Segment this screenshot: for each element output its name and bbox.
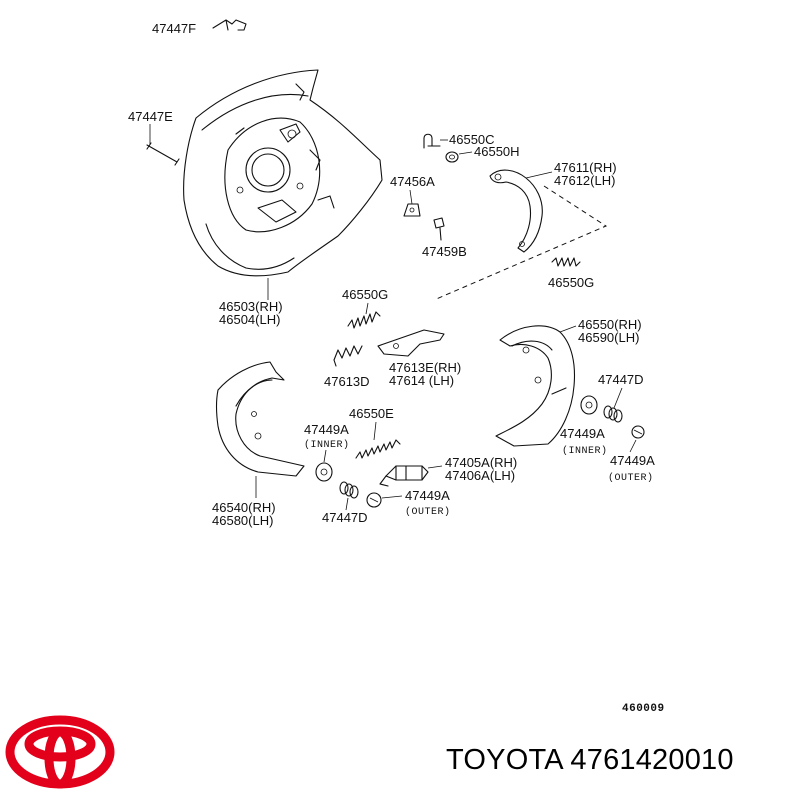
label-47406A: 47406A(LH) [445, 468, 515, 483]
label-47449A-outer-mid: 47449A [405, 488, 450, 503]
label-46550G-left: 46550G [342, 287, 388, 302]
label-46550: 46550(RH) [578, 317, 642, 332]
spring-46550G-left [347, 311, 381, 329]
label-outer-mid: (OUTER) [405, 506, 451, 518]
clip-46550C [423, 133, 441, 149]
label-46550E: 46550E [349, 406, 394, 421]
backing-plate-46503 [183, 69, 383, 277]
spring-46550G-right [551, 257, 581, 267]
toyota-logo-icon [5, 715, 115, 789]
diagram-code: 460009 [622, 703, 665, 715]
label-47612: 47612(LH) [554, 173, 615, 188]
label-46550C: 46550C [449, 132, 495, 147]
label-47613D: 47613D [324, 374, 370, 389]
clip-47447F [212, 19, 247, 31]
label-47613E: 47613E(RH) [389, 360, 461, 375]
shoe-46550 [495, 325, 576, 447]
label-47447D-right: 47447D [598, 372, 644, 387]
label-46590: 46590(LH) [578, 330, 639, 345]
label-47614: 47614 (LH) [389, 373, 454, 388]
shoe-46540 [215, 361, 305, 477]
spring-47613D [333, 345, 363, 367]
spring-46550E [355, 439, 401, 459]
plate-47456A [403, 203, 421, 217]
washer-47449A-outer-right [631, 425, 645, 439]
label-inner-left: (INNER) [304, 439, 350, 451]
label-47449A-inner-left: 47449A [304, 422, 349, 437]
adjuster-47405A [379, 465, 429, 487]
pin-47447E [146, 142, 180, 166]
label-46540: 46540(RH) [212, 500, 276, 515]
bolt-47459B [433, 217, 445, 241]
label-47611: 47611(RH) [554, 160, 617, 175]
label-47447F: 47447F [152, 21, 196, 36]
label-47449A-inner-right: 47449A [560, 426, 605, 441]
washer-46550H [445, 151, 459, 163]
label-46503: 46503(RH) [219, 299, 283, 314]
spring-47447D-right [603, 405, 623, 423]
label-inner-right: (INNER) [562, 445, 608, 457]
strut-47613E [377, 329, 445, 357]
lever-47611 [489, 169, 543, 253]
label-47456A: 47456A [390, 174, 435, 189]
label-47449A-outer-right: 47449A [610, 453, 655, 468]
spring-47447D-left [339, 481, 359, 499]
washer-47449A-outer-mid [366, 492, 382, 508]
label-47447D-left: 47447D [322, 510, 368, 525]
washer-47449A-inner-right [580, 395, 598, 415]
washer-47449A-inner-left [315, 462, 333, 482]
label-46580: 46580(LH) [212, 513, 273, 528]
label-46504: 46504(LH) [219, 312, 280, 327]
label-46550H: 46550H [474, 144, 520, 159]
label-46550G-right: 46550G [548, 275, 594, 290]
label-outer-right: (OUTER) [608, 472, 654, 484]
brand-part-number: TOYOTA 4761420010 [446, 744, 734, 776]
label-47459B: 47459B [422, 244, 467, 259]
label-47405A: 47405A(RH) [445, 455, 517, 470]
label-47447E: 47447E [128, 109, 173, 124]
dashed-leader [433, 185, 608, 301]
